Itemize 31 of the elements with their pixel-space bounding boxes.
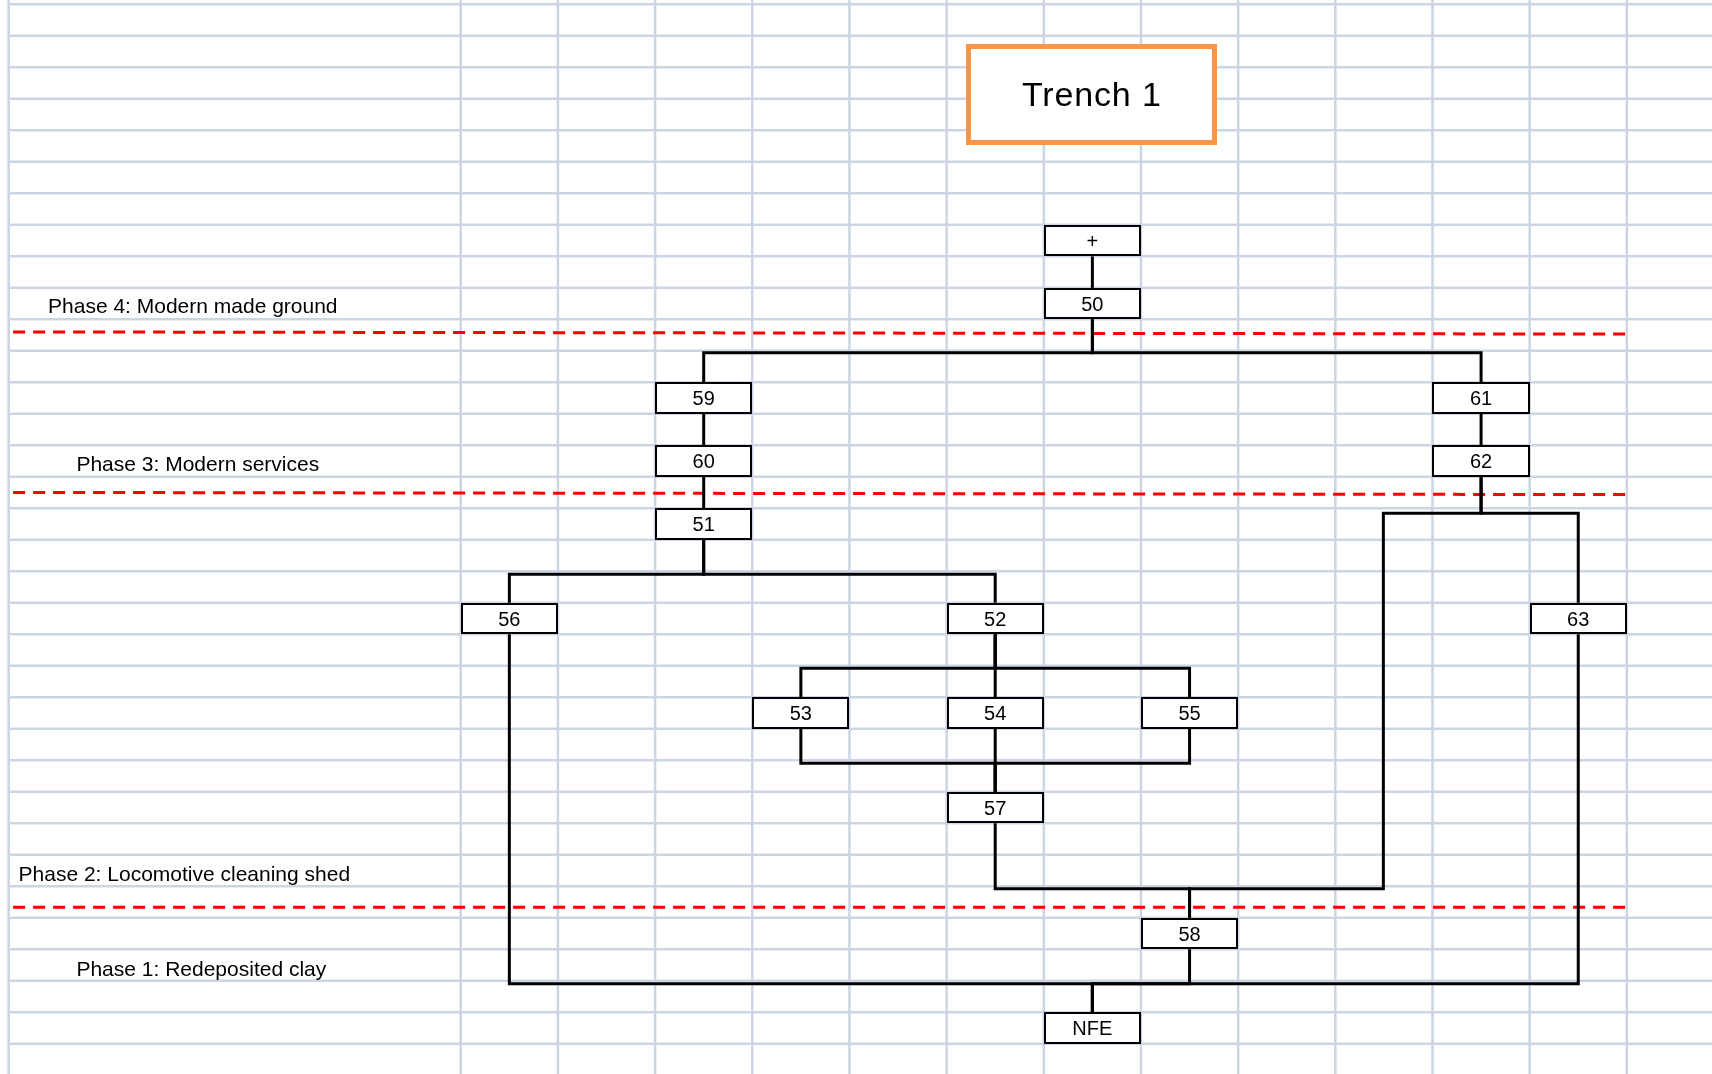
phase-label: Phase 2: Locomotive cleaning shed bbox=[18, 862, 351, 884]
context-box: 50 bbox=[1043, 287, 1141, 320]
context-box: + bbox=[1043, 224, 1141, 257]
context-box: 60 bbox=[655, 445, 753, 477]
connector-line bbox=[702, 476, 706, 509]
context-box: 52 bbox=[946, 602, 1044, 635]
connector-line bbox=[993, 634, 1192, 698]
connector-line bbox=[1090, 256, 1094, 288]
phase-label: Phase 1: Redeposited clay bbox=[76, 957, 327, 979]
context-box: 51 bbox=[655, 508, 753, 540]
context-box: 58 bbox=[1140, 917, 1239, 950]
context-box: 55 bbox=[1140, 697, 1239, 729]
connector-line bbox=[993, 728, 1192, 792]
connector-line bbox=[1090, 634, 1580, 1013]
context-box: 62 bbox=[1432, 445, 1530, 477]
context-box: 53 bbox=[752, 697, 850, 729]
context-box: 61 bbox=[1432, 382, 1530, 414]
context-box: 57 bbox=[946, 791, 1044, 824]
title-box: Trench 1 bbox=[966, 43, 1218, 146]
connector-line bbox=[993, 823, 1192, 918]
connector-line bbox=[1479, 413, 1483, 446]
phase-label: Phase 3: Modern services bbox=[76, 452, 320, 474]
context-box: 56 bbox=[460, 602, 558, 635]
context-box: NFE bbox=[1043, 1012, 1141, 1044]
connector-line bbox=[1090, 319, 1483, 383]
phase-label: Phase 4: Modern made ground bbox=[48, 294, 338, 316]
context-box: 63 bbox=[1529, 602, 1627, 635]
connector-line bbox=[702, 413, 706, 446]
connector-line bbox=[702, 539, 997, 603]
context-box: 54 bbox=[946, 697, 1044, 729]
context-box: 59 bbox=[655, 382, 753, 414]
